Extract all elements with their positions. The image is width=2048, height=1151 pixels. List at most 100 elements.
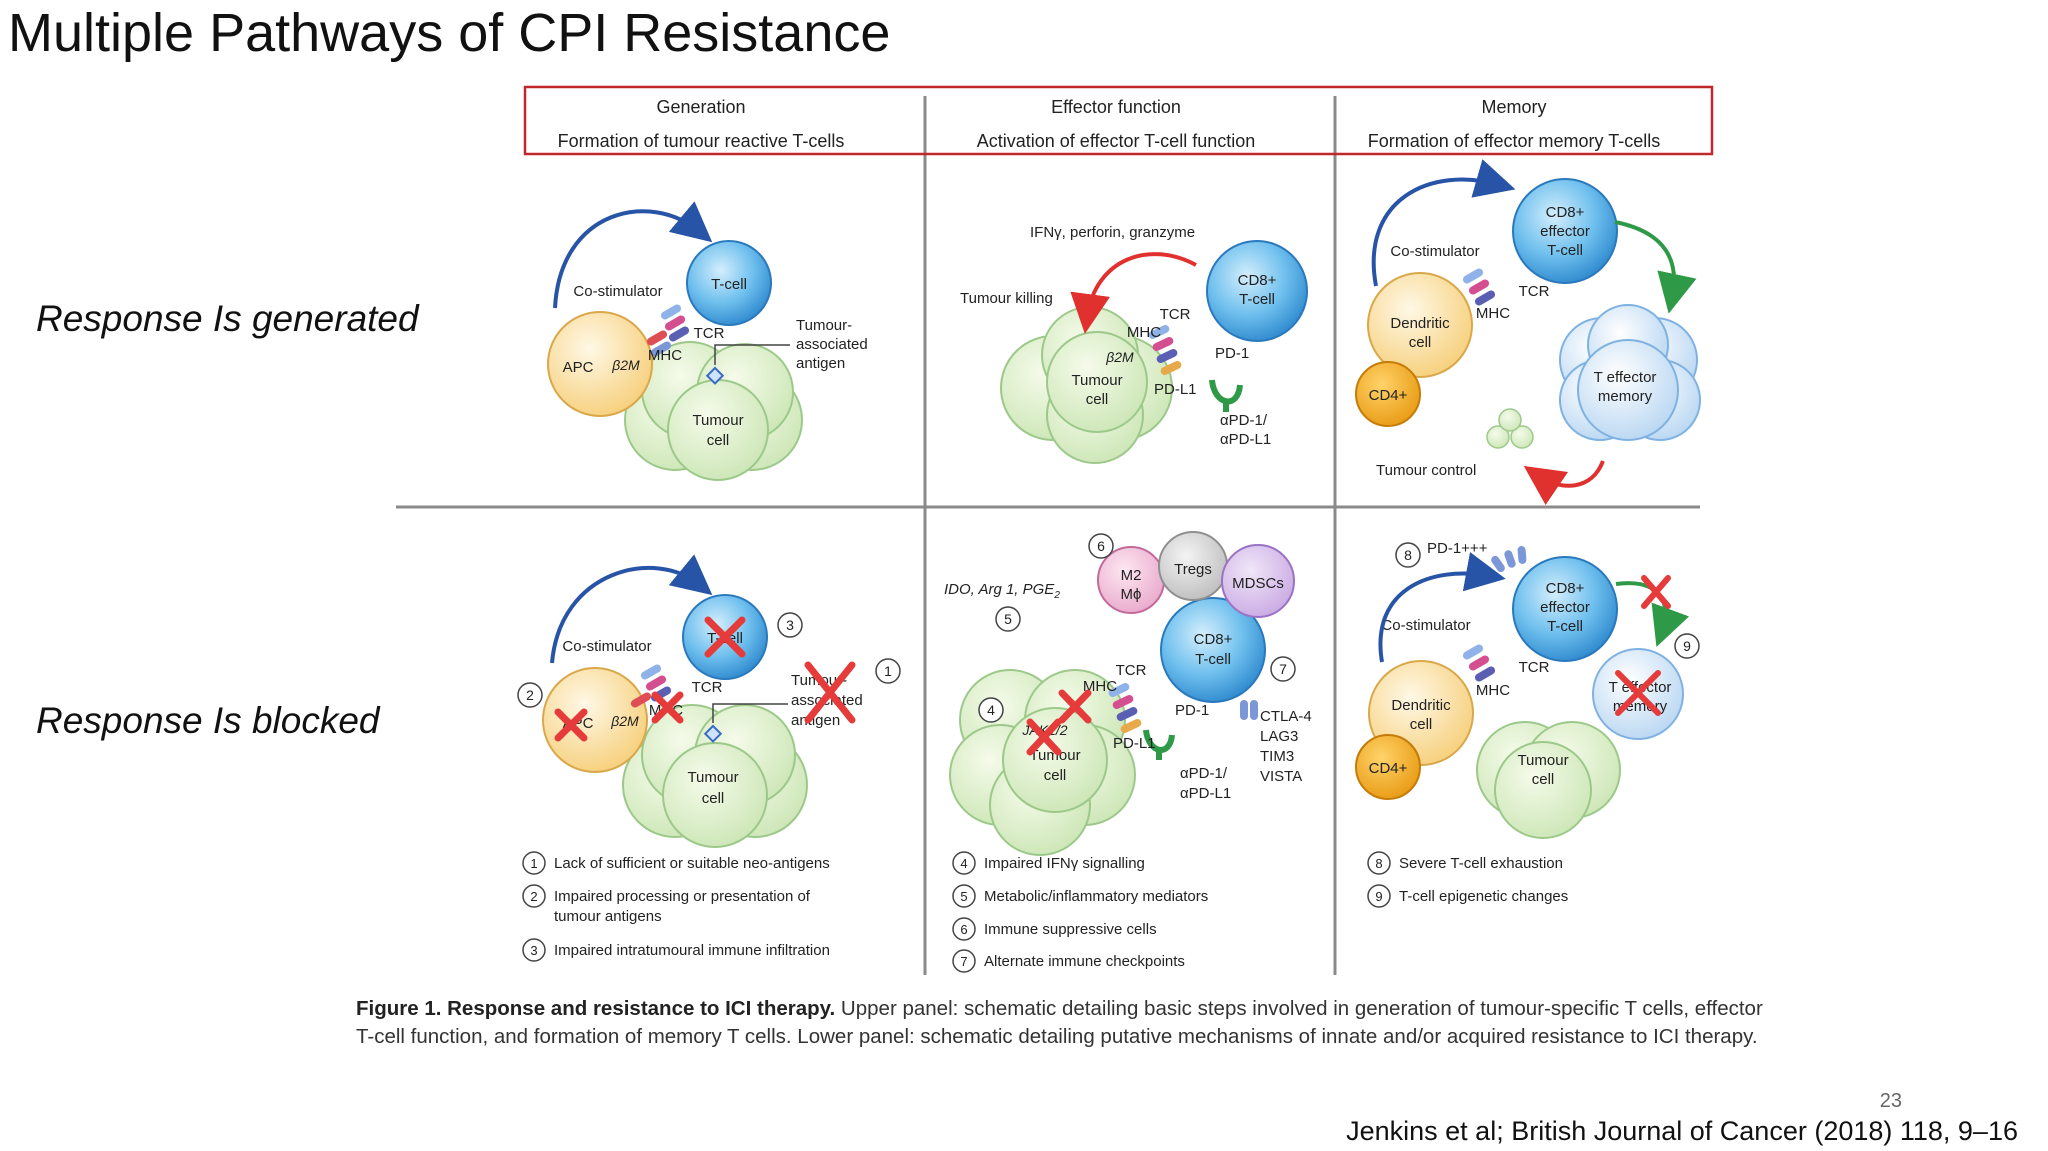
tumour-cell-label-2: cell [702,790,725,807]
legend-item-7: Alternate immune checkpoints [984,953,1185,970]
tumour-control-cells [1486,408,1534,449]
row-label-blocked: Response Is blocked [36,700,380,741]
costim-arrow [1378,552,1506,663]
cd8-label-2: effector [1540,599,1590,616]
col-title-generation: Generation [656,97,745,117]
legend-item-4: Impaired IFNγ signalling [984,855,1145,872]
tcr-label: TCR [1160,306,1191,323]
mhc-label: MHC [648,347,682,364]
tumour-cell-label-2: cell [707,432,730,449]
marker-7 [1270,656,1296,682]
antigen-marker [705,366,725,385]
mdscs-cell [1221,544,1295,618]
block-x-marks [1026,689,1092,756]
legend-item-1: Lack of sufficient or suitable neo-antig… [554,855,830,872]
killing-arrow [1070,252,1197,334]
upper-generation-panel: Tumour cell APC β2M T-cell Co-stimulator… [547,201,868,481]
memory-arrow [1614,220,1697,314]
b2m-label: β2M [1105,349,1134,365]
t-cell-label: T-cell [711,276,747,293]
dendritic-label-2: cell [1410,716,1433,733]
mediators-label: IDO, Arg 1, PGE2 [944,581,1060,601]
apc-cell [542,667,648,773]
m2-label-1: M2 [1121,567,1142,584]
block-x-marks [1615,575,1671,716]
marker-4-label: 4 [987,702,995,718]
marker-5-label: 5 [1004,611,1012,627]
marker-6-label: 6 [1097,538,1105,554]
costim-arrow [1371,159,1516,287]
t-effector-memory-cluster [1559,304,1701,441]
cd8-effector-t-cell [1512,556,1618,662]
m2-label-2: Mϕ [1121,586,1142,603]
marker-9-label: 9 [1683,638,1691,654]
costimulator-label: Co-stimulator [573,283,662,300]
antibody-label-2: αPD-L1 [1220,431,1271,448]
cd8-label-3: T-cell [1547,618,1583,635]
checkpoint-receptors [1240,700,1258,720]
apc-cell [547,311,653,417]
cd8-label-2: T-cell [1195,651,1231,668]
caption-text: Upper panel: schematic detailing basic s… [356,997,1763,1048]
receptor-complex [1462,268,1496,306]
antigen-label-3: antigen [791,712,840,729]
legend-item-5: Metabolic/inflammatory mediators [984,888,1208,905]
mhc-label: MHC [1083,678,1117,695]
dendritic-label-1: Dendritic [1391,697,1451,714]
marker-2 [517,682,543,708]
legend-num-7: 7 [960,954,967,969]
legend-item-2: Impaired processing or presentation of [554,888,811,905]
checkpoint-lag3: LAG3 [1260,728,1298,745]
marker-4 [978,697,1004,723]
marker-1-label: 1 [884,663,892,679]
legend-item-3: Impaired intratumoural immune infiltrati… [554,942,830,959]
marker-6 [1088,533,1114,559]
receptor-complex [1148,325,1182,375]
receptor-complex [646,304,690,357]
col-title-effector: Effector function [1051,97,1181,117]
legend-num-2: 2 [530,889,537,904]
cd4-cell [1355,734,1421,800]
cd8-label-1: CD8+ [1194,631,1233,648]
pd1-label: PD-1 [1215,345,1249,362]
tumour-cell-label: Tumour [1517,752,1568,769]
legend-item-6: Immune suppressive cells [984,921,1157,938]
pd1-receptors [1491,546,1527,573]
lower-effector-panel: Tumour cell JAK1/2 CD8+ T-cell M2 Mϕ Tre… [944,531,1312,856]
marker-2-label: 2 [526,687,534,703]
page-number: 23 [1879,1090,1902,1112]
costimulator-label: Co-stimulator [562,638,651,655]
legend-num-5: 5 [960,889,967,904]
tumour-cell-label: Tumour [1071,372,1122,389]
checkpoint-ctla4: CTLA-4 [1260,708,1312,725]
citation: Jenkins et al; British Journal of Cancer… [1346,1116,2018,1146]
legend-item-8: Severe T-cell exhaustion [1399,855,1563,872]
mdscs-label: MDSCs [1232,575,1284,592]
antibody-label-1: αPD-1/ [1220,412,1268,429]
temem-label-1: T effector [1594,369,1657,386]
legend-num-8: 8 [1375,856,1382,871]
marker-3-label: 3 [786,617,794,633]
legend-item-2b: tumour antigens [554,908,662,925]
b2m-label: β2M [611,357,640,373]
col-subtitle-memory: Formation of effector memory T-cells [1368,131,1660,151]
cd8-label-2: effector [1540,223,1590,240]
pd1-high-label: PD-1+++ [1427,540,1488,557]
legend-item-9: T-cell epigenetic changes [1399,888,1568,905]
tumour-cell-label: Tumour [687,769,738,786]
dendritic-label-2: cell [1409,334,1432,351]
pd1-label: PD-1 [1175,702,1209,719]
cd4-label: CD4+ [1369,760,1408,777]
tcr-label: TCR [1116,662,1147,679]
dendritic-label-1: Dendritic [1390,315,1450,332]
cd8-label-1: CD8+ [1546,580,1585,597]
lower-memory-panel: CD8+ effector T-cell Dendritic cell CD4+… [1355,540,1700,839]
legend-num-4: 4 [960,856,967,871]
apc-label: APC [563,359,594,376]
tumour-cell-label-2: cell [1086,391,1109,408]
cd8-label-3: T-cell [1547,242,1583,259]
tumour-cell-label-2: cell [1532,771,1555,788]
col-title-memory: Memory [1481,97,1546,117]
marker-1 [875,658,901,684]
figure-diagram: Generation Formation of tumour reactive … [396,85,1714,975]
